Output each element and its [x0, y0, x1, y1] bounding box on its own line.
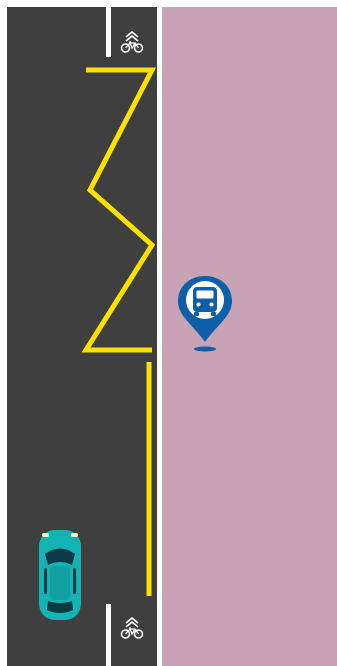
- bus-stop-icon[interactable]: [173, 272, 237, 356]
- bike-lane-symbol-icon: [118, 30, 146, 54]
- car-icon: [36, 528, 84, 622]
- bike-lane-symbol-icon: [118, 616, 146, 640]
- zigzag-line: [86, 70, 152, 350]
